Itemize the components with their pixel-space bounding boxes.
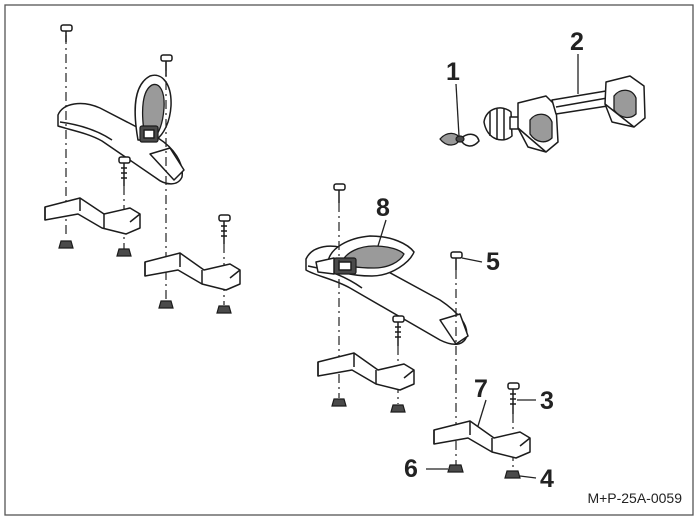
figure-reference-code: M+P-25A-0059 [587, 490, 682, 506]
bracket-left-lower [144, 252, 241, 314]
callout-leaders [377, 54, 579, 479]
callout-5: 5 [486, 248, 500, 276]
callout-2: 2 [570, 28, 584, 56]
callout-6: 6 [404, 455, 418, 483]
part-wing-nut [439, 132, 480, 147]
part-clamp-bar [483, 75, 646, 153]
part-wheel-holder-right [305, 235, 469, 345]
diagram-frame [4, 4, 694, 516]
bracket-right-lower [433, 420, 531, 479]
callout-1: 1 [446, 58, 460, 86]
callout-4: 4 [540, 465, 554, 493]
fasteners-right [333, 183, 520, 470]
callout-8: 8 [376, 194, 390, 222]
part-wheel-holder-left [57, 74, 185, 185]
callout-3: 3 [540, 387, 554, 415]
bracket-right-upper [317, 352, 415, 413]
callout-7: 7 [474, 375, 488, 403]
bracket-left-upper [44, 197, 141, 257]
